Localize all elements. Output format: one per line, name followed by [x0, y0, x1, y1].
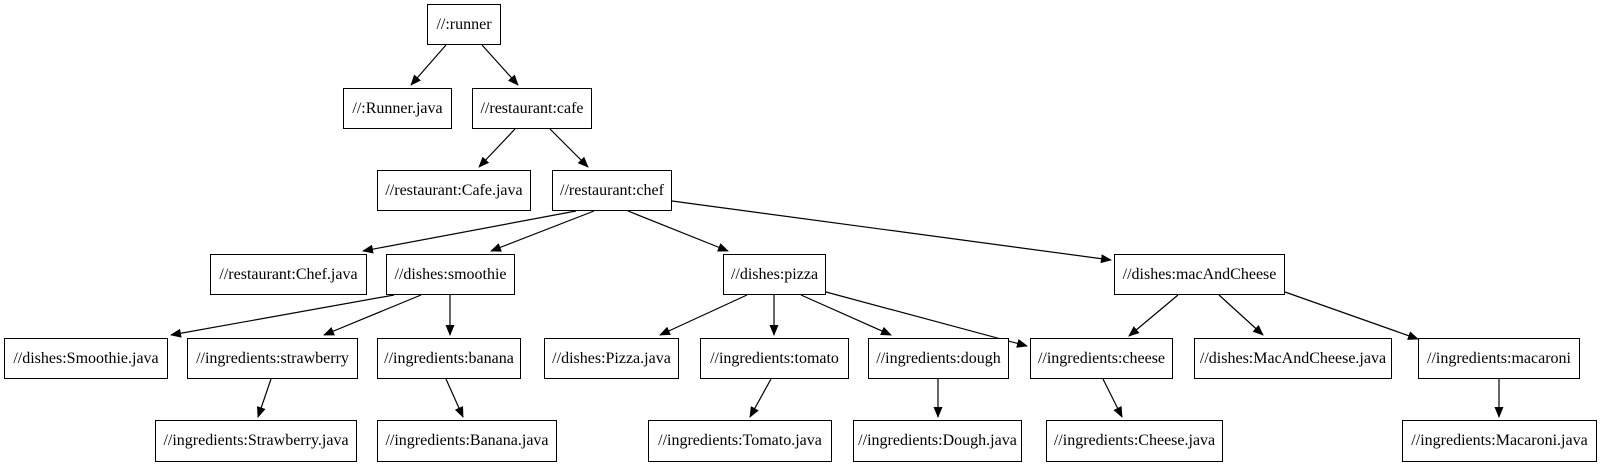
graph-edge-tomato-to-tomato_java	[749, 378, 772, 418]
graph-node-dough_java: //ingredients:Dough.java	[853, 420, 1022, 462]
graph-node-pizza: //dishes:pizza	[723, 254, 826, 295]
graph-node-runner: //:runner	[427, 4, 501, 45]
graph-edge-runner-to-runner_java	[410, 44, 447, 86]
graph-edge-runner-to-cafe	[481, 44, 519, 86]
graph-node-cafe: //restaurant:cafe	[472, 88, 592, 129]
graph-edge-chef-to-macandcheese	[671, 200, 1112, 264]
graph-edge-chef-to-smoothie	[490, 210, 595, 252]
graph-edge-strawberry-to-strawberry_java	[256, 378, 272, 418]
graph-edge-smoothie-to-smoothie_java	[170, 294, 395, 338]
graph-edge-pizza-to-dough	[800, 294, 892, 336]
graph-node-chef_java: //restaurant:Chef.java	[210, 254, 367, 295]
graph-node-tomato: //ingredients:tomato	[700, 338, 849, 379]
graph-node-macandcheese_java: //dishes:MacAndCheese.java	[1194, 338, 1392, 379]
graph-node-tomato_java: //ingredients:Tomato.java	[648, 420, 832, 462]
graph-edge-pizza-to-cheese	[825, 291, 1028, 348]
graph-node-chef: //restaurant:chef	[552, 170, 672, 211]
graph-node-pizza_java: //dishes:Pizza.java	[544, 338, 679, 379]
graph-node-smoothie: //dishes:smoothie	[386, 254, 515, 295]
graph-edge-cheese-to-cheese_java	[1102, 378, 1123, 418]
graph-node-cheese_java: //ingredients:Cheese.java	[1046, 420, 1223, 462]
graph-node-strawberry_java: //ingredients:Strawberry.java	[155, 420, 357, 462]
graph-node-banana_java: //ingredients:Banana.java	[377, 420, 557, 462]
graph-edge-pizza-to-pizza_java	[659, 294, 748, 336]
graph-node-cafe_java: //restaurant:Cafe.java	[377, 170, 531, 211]
graph-node-runner_java: //:Runner.java	[343, 88, 452, 129]
graph-edge-macandcheese-to-macaroni	[1284, 291, 1419, 340]
graph-edge-banana-to-banana_java	[445, 378, 464, 418]
graph-node-strawberry: //ingredients:strawberry	[187, 338, 358, 379]
graph-edge-smoothie-to-strawberry	[323, 294, 422, 336]
graph-node-dough: //ingredients:dough	[868, 338, 1009, 379]
graph-edge-cafe-to-chef	[549, 128, 589, 168]
graph-node-macaroni_java: //ingredients:Macaroni.java	[1402, 420, 1597, 462]
graph-node-smoothie_java: //dishes:Smoothie.java	[4, 338, 168, 379]
graph-node-cheese: //ingredients:cheese	[1030, 338, 1173, 379]
graph-edge-macandcheese-to-cheese	[1128, 294, 1179, 337]
graph-node-macandcheese: //dishes:macAndCheese	[1114, 254, 1285, 295]
graph-node-macaroni: //ingredients:macaroni	[1418, 338, 1580, 379]
graph-node-banana: //ingredients:banana	[377, 338, 521, 379]
graph-edge-macandcheese-to-macandcheese_java	[1218, 294, 1264, 336]
graph-edge-chef-to-pizza	[627, 210, 729, 252]
graph-edge-chef-to-chef_java	[362, 210, 577, 254]
graph-edge-cafe-to-cafe_java	[478, 128, 516, 168]
